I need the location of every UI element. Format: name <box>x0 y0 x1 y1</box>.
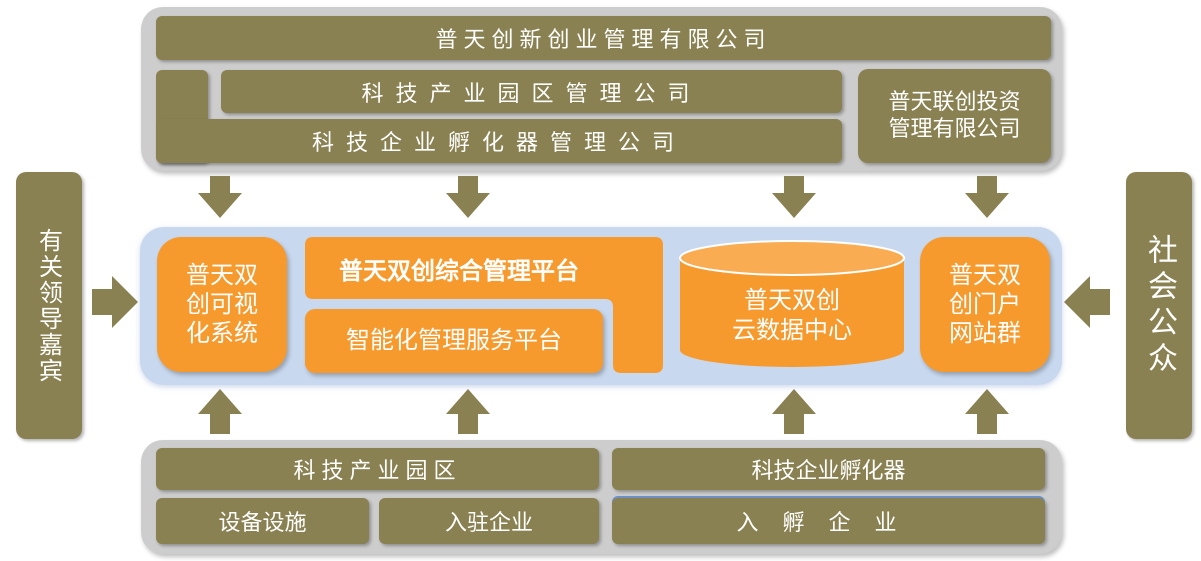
arrow-down-icon <box>198 176 242 218</box>
incubator-company-label: 科技企业孵化器管理公司 <box>311 131 686 156</box>
visual-system-line2: 创可视 <box>186 289 258 318</box>
integrated-platform-bg <box>305 237 663 373</box>
incubator-label: 科技企业孵化器 <box>751 459 906 484</box>
portal-group-line3: 网站群 <box>949 319 1021 348</box>
park-box: 科技产业园区 <box>156 448 599 490</box>
park-company-label: 科技产业园区管理公司 <box>361 81 702 107</box>
arrow-up-icon <box>772 389 816 434</box>
visual-system-line1: 普天双 <box>186 260 258 289</box>
visual-system-box: 普天双 创可视 化系统 <box>157 237 287 372</box>
facilities-box: 设备设施 <box>156 498 369 544</box>
arrow-down-icon <box>965 176 1009 218</box>
arrow-right-icon <box>92 276 138 328</box>
portal-group-box: 普天双 创门户 网站群 <box>920 237 1050 372</box>
arrow-left-icon <box>1064 276 1110 328</box>
company-main-box: 普天创新创业管理有限公司 <box>156 16 1051 60</box>
arrow-up-icon <box>446 389 490 434</box>
cloud-center-line2: 云数据中心 <box>732 316 852 344</box>
cylinder-icon <box>679 240 905 367</box>
arrow-down-icon <box>446 176 490 218</box>
integrated-platform-label-wrap: 普天双创综合管理平台 <box>305 237 613 299</box>
smart-platform-box: 智能化管理服务平台 <box>305 309 603 373</box>
cloud-center-text: 普天双创 云数据中心 <box>679 276 905 354</box>
cloud-center-cylinder: 普天双创 云数据中心 <box>679 240 905 368</box>
incubated-box: 入孵企业 <box>612 498 1045 544</box>
leaders-guests-box: 有关领导嘉宾 <box>16 172 82 439</box>
cloud-center-line1: 普天双创 <box>744 286 840 314</box>
leaders-guests-label: 有关领导嘉宾 <box>34 227 63 384</box>
incubator-box: 科技企业孵化器 <box>612 448 1045 490</box>
visual-system-line3: 化系统 <box>186 319 258 348</box>
investment-company-line2: 管理有限公司 <box>888 117 1021 142</box>
investment-company-line1: 普天联创投资 <box>888 89 1021 115</box>
smart-platform-label: 智能化管理服务平台 <box>346 326 562 355</box>
arrow-up-icon <box>965 389 1009 434</box>
incubator-company-box: 科技企业孵化器管理公司 <box>156 119 842 163</box>
incubated-label: 入孵企业 <box>736 511 921 536</box>
public-label: 社会公众 <box>1142 233 1177 378</box>
park-label: 科技产业园区 <box>293 459 462 484</box>
integrated-platform-label: 普天双创综合管理平台 <box>339 256 579 285</box>
resident-box: 入驻企业 <box>379 498 599 544</box>
park-company-box: 科技产业园区管理公司 <box>221 70 842 113</box>
portal-group-line1: 普天双 <box>949 260 1021 289</box>
integrated-platform-shape: 普天双创综合管理平台 <box>305 237 663 373</box>
resident-label: 入驻企业 <box>444 511 533 536</box>
portal-group-line2: 创门户 <box>949 289 1021 318</box>
company-main-label: 普天创新创业管理有限公司 <box>435 28 772 53</box>
arrow-down-icon <box>772 176 816 218</box>
arrow-up-icon <box>198 389 242 434</box>
public-box: 社会公众 <box>1126 172 1192 439</box>
investment-company-box: 普天联创投资 管理有限公司 <box>858 69 1051 163</box>
facilities-label: 设备设施 <box>218 511 307 536</box>
